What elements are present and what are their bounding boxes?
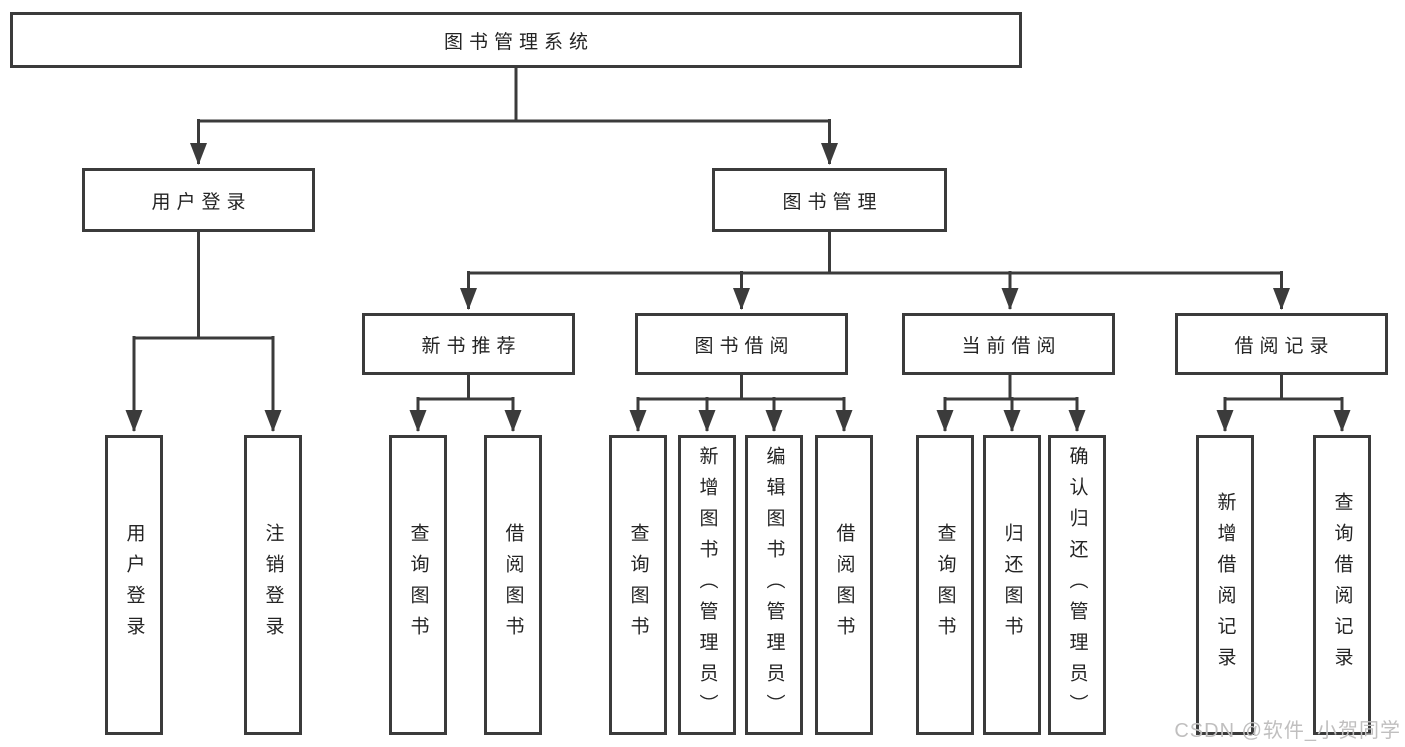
node-label: 图书管理: [782, 191, 883, 213]
node-user-login: 用户登录: [82, 168, 315, 232]
node-label: 查询借阅记录: [1331, 492, 1353, 678]
node-current-borrowing: 当前借阅: [902, 313, 1115, 375]
leaf-confirm-return-admin: 确认归还（管理员）: [1048, 435, 1106, 735]
node-label: 确认归还（管理员）: [1066, 445, 1088, 725]
node-label: 注销登录: [262, 523, 284, 647]
connector-records-to-leaves: [1225, 375, 1342, 401]
connector-newbook-to-leaves: [418, 375, 513, 401]
node-label: 新增借阅记录: [1214, 492, 1236, 678]
node-label: 查询图书: [934, 523, 956, 647]
leaf-borrow-books-recommend: 借阅图书: [484, 435, 542, 735]
node-label: 用户登录: [123, 523, 145, 647]
leaf-add-borrow-record: 新增借阅记录: [1196, 435, 1254, 735]
leaf-add-books-admin: 新增图书（管理员）: [678, 435, 736, 735]
node-label: 借阅图书: [833, 523, 855, 647]
leaf-query-books-borrowing: 查询图书: [609, 435, 667, 735]
leaf-query-borrow-record: 查询借阅记录: [1313, 435, 1371, 735]
connector-current-to-leaves: [945, 375, 1077, 401]
node-label: 查询图书: [627, 523, 649, 647]
leaf-borrow-books-borrowing: 借阅图书: [815, 435, 873, 735]
node-label: 查询图书: [407, 523, 429, 647]
leaf-user-login: 用户登录: [105, 435, 163, 735]
connector-borrowing-to-leaves: [638, 375, 844, 401]
node-library-management-system: 图书管理系统: [10, 12, 1022, 68]
leaf-return-books: 归还图书: [983, 435, 1041, 735]
node-label: 新增图书（管理员）: [696, 445, 718, 725]
leaf-edit-books-admin: 编辑图书（管理员）: [745, 435, 803, 735]
node-label: 编辑图书（管理员）: [763, 445, 785, 725]
node-label: 当前借阅: [961, 335, 1062, 357]
node-label: 图书管理系统: [443, 31, 594, 53]
leaf-logout: 注销登录: [244, 435, 302, 735]
node-book-management: 图书管理: [712, 168, 947, 232]
leaf-query-books-current: 查询图书: [916, 435, 974, 735]
node-borrowing-records: 借阅记录: [1175, 313, 1388, 375]
connector-bookmgmt-to-level3: [468, 232, 1282, 275]
node-new-book-recommendation: 新书推荐: [362, 313, 575, 375]
node-label: 借阅记录: [1234, 335, 1335, 357]
node-label: 用户登录: [151, 191, 252, 213]
leaf-query-books-recommend: 查询图书: [389, 435, 447, 735]
connector-root-to-level2: [198, 68, 830, 123]
node-label: 新书推荐: [421, 335, 522, 357]
connector-userlogin-to-leaves: [134, 232, 273, 340]
node-label: 图书借阅: [694, 335, 795, 357]
node-book-borrowing: 图书借阅: [635, 313, 848, 375]
csdn-watermark: CSDN @软件_小贺同学: [1174, 720, 1401, 742]
node-label: 归还图书: [1001, 523, 1023, 647]
node-label: 借阅图书: [502, 523, 524, 647]
